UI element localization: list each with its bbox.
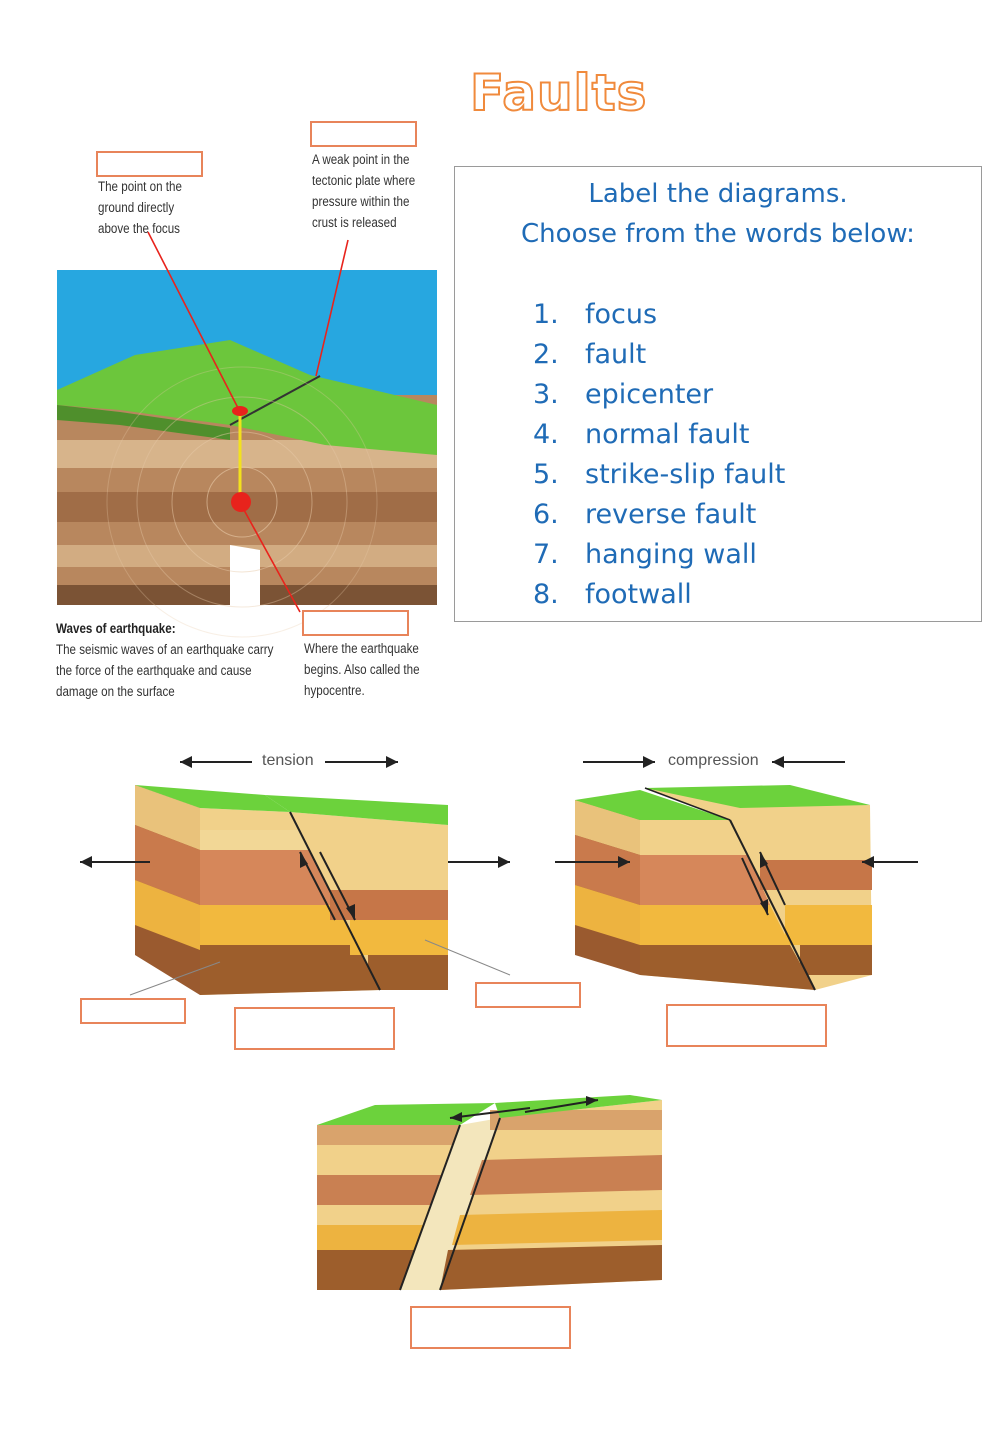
- instructions-line-1: Label the diagrams.: [588, 179, 848, 209]
- answer-box-focus[interactable]: [302, 610, 409, 636]
- answer-box-footwall[interactable]: [80, 998, 186, 1024]
- answer-box-normal-fault[interactable]: [234, 1007, 395, 1050]
- word-bank-item: 2.fault: [533, 339, 647, 370]
- answer-box-hanging-wall[interactable]: [475, 982, 581, 1008]
- word-bank-list: 1.focus 2.fault 3.epicenter 4.normal fau…: [533, 295, 785, 615]
- word-bank-item: 5.strike-slip fault: [533, 459, 786, 490]
- reverse-fault-diagram: [555, 756, 918, 991]
- instructions-panel: Label the diagrams. Choose from the word…: [454, 166, 982, 622]
- word-reverse-fault: reverse fault: [585, 499, 757, 530]
- word-focus: focus: [585, 299, 658, 330]
- word-strike-slip-fault: strike-slip fault: [585, 459, 786, 490]
- word-bank-item: 7.hanging wall: [533, 539, 757, 570]
- compression-label: compression: [668, 752, 759, 769]
- word-normal-fault: normal fault: [585, 419, 750, 450]
- normal-fault-diagram: [80, 756, 511, 996]
- word-bank-item: 1.focus: [533, 299, 658, 330]
- tension-label: tension: [262, 752, 314, 769]
- earthquake-block: [57, 231, 437, 638]
- word-footwall: footwall: [585, 579, 692, 610]
- word-bank-item: 3.epicenter: [533, 379, 714, 410]
- word-bank-item: 4.normal fault: [533, 419, 750, 450]
- word-epicenter: epicenter: [585, 379, 714, 410]
- waves-title: Waves of earthquake:: [56, 621, 176, 636]
- answer-box-reverse-fault[interactable]: [666, 1004, 827, 1047]
- word-hanging-wall: hanging wall: [585, 539, 757, 570]
- instructions-line-2: Choose from the words below:: [521, 219, 915, 249]
- word-bank-item: 8.footwall: [533, 579, 692, 610]
- word-fault: fault: [585, 339, 647, 370]
- page-title: Faults: [469, 64, 648, 122]
- waves-description: Waves of earthquake: The seismic waves o…: [56, 621, 274, 699]
- answer-box-epicenter[interactable]: [96, 151, 203, 177]
- strike-slip-fault-diagram: [317, 1095, 662, 1291]
- answer-box-strike-slip-fault[interactable]: [410, 1306, 571, 1349]
- fault-description: A weak point in the tectonic plate where…: [312, 152, 416, 230]
- answer-box-fault[interactable]: [310, 121, 417, 147]
- epicenter-description: The point on the ground directly above t…: [98, 179, 182, 236]
- word-bank-item: 6.reverse fault: [533, 499, 757, 530]
- focus-description: Where the earthquake begins. Also called…: [304, 641, 420, 698]
